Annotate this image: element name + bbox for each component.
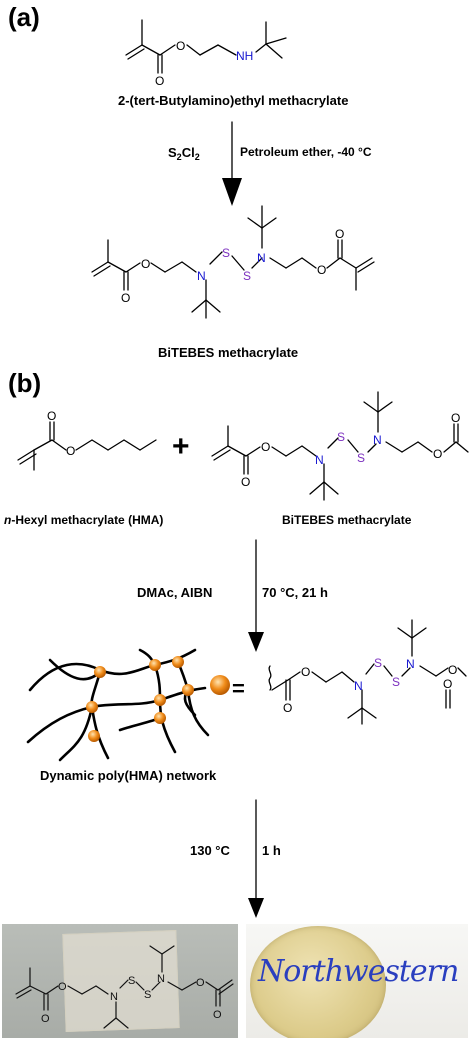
hma-structure bbox=[17, 421, 157, 471]
bitebes-structure-b bbox=[211, 391, 469, 501]
reactant-structure bbox=[125, 19, 287, 74]
step1-conditions: Petroleum ether, -40 °C bbox=[240, 145, 372, 159]
crosslink-node bbox=[182, 684, 194, 696]
monomer2-name: BiTEBES methacrylate bbox=[282, 513, 412, 527]
film-atom-n: N bbox=[110, 991, 118, 1003]
atom-o: O bbox=[317, 263, 326, 277]
panel-a-label: (a) bbox=[8, 2, 40, 32]
step3-conditions-right: 1 h bbox=[262, 843, 281, 858]
arrowhead-step2 bbox=[248, 632, 264, 652]
crosslink-node bbox=[154, 694, 166, 706]
step1-reagent: S2Cl2 bbox=[168, 145, 200, 162]
atom-n: N bbox=[257, 251, 266, 265]
film-atom-o: O bbox=[213, 1009, 222, 1021]
atom-o: O bbox=[66, 444, 75, 458]
crosslinker-structure bbox=[268, 619, 467, 725]
atom-n: N bbox=[197, 269, 206, 283]
reagent-cl: Cl bbox=[181, 145, 195, 160]
monomer1-name: n-Hexyl methacrylate (HMA) bbox=[4, 513, 163, 527]
arrowhead-step1 bbox=[222, 178, 242, 206]
atom-o: O bbox=[176, 39, 185, 53]
panel-b-label: (b) bbox=[8, 368, 42, 398]
atom-o: O bbox=[121, 291, 130, 305]
film-atom-o: O bbox=[41, 1013, 50, 1025]
product-name: BiTEBES methacrylate bbox=[158, 345, 299, 360]
film-atom-o: O bbox=[196, 977, 205, 989]
reactant-name: 2-(tert-Butylamino)ethyl methacrylate bbox=[118, 93, 349, 108]
atom-s: S bbox=[374, 656, 382, 670]
plus-sign: + bbox=[172, 430, 190, 463]
reagent-s-sub: 2 bbox=[176, 152, 182, 162]
equals-sign: = bbox=[232, 676, 245, 701]
crosslink-node bbox=[88, 730, 100, 742]
atom-n: N bbox=[315, 453, 324, 467]
atom-o: O bbox=[47, 409, 56, 423]
atom-o: O bbox=[301, 665, 310, 679]
film-structure: O O N S S N O O bbox=[15, 945, 234, 1029]
atom-o: O bbox=[241, 475, 250, 489]
atom-n: N bbox=[354, 679, 363, 693]
crosslink-node bbox=[154, 712, 166, 724]
atom-o: O bbox=[443, 677, 452, 691]
atom-o: O bbox=[141, 257, 150, 271]
crosslink-node bbox=[86, 701, 98, 713]
arrowhead-step3 bbox=[248, 898, 264, 918]
polymer-disc bbox=[250, 926, 386, 1038]
atom-o: O bbox=[433, 447, 442, 461]
crosslink-node bbox=[149, 659, 161, 671]
monomer1-rest: -Hexyl methacrylate (HMA) bbox=[11, 513, 164, 527]
step2-conditions-left: DMAc, AIBN bbox=[137, 585, 213, 600]
atom-nh: NH bbox=[236, 49, 253, 63]
bitebes-structure-a bbox=[91, 205, 375, 319]
film-atom-o: O bbox=[58, 981, 67, 993]
crosslink-nodes bbox=[86, 656, 230, 742]
legend-crosslink-node bbox=[210, 675, 230, 695]
photo-film: O O N S S N O O bbox=[2, 924, 238, 1038]
step3-conditions-left: 130 °C bbox=[190, 843, 230, 858]
film-atom-n: N bbox=[157, 973, 165, 985]
crosslink-node bbox=[94, 666, 106, 678]
film-atom-s: S bbox=[144, 989, 151, 1001]
atom-o: O bbox=[155, 74, 164, 88]
crosslink-node bbox=[172, 656, 184, 668]
atom-s: S bbox=[337, 430, 345, 444]
atom-n: N bbox=[406, 657, 415, 671]
atom-s: S bbox=[222, 246, 230, 260]
atom-s: S bbox=[243, 269, 251, 283]
atom-o: O bbox=[261, 440, 270, 454]
atom-o: O bbox=[283, 701, 292, 715]
handwritten-text: Northwestern bbox=[258, 954, 459, 989]
atom-s: S bbox=[357, 451, 365, 465]
network-name: Dynamic poly(HMA) network bbox=[40, 768, 217, 783]
film-atom-s: S bbox=[128, 975, 135, 987]
atom-o: O bbox=[448, 663, 457, 677]
atom-s: S bbox=[392, 675, 400, 689]
photo-disc: Northwestern bbox=[246, 924, 468, 1038]
reagent-cl-sub: 2 bbox=[194, 152, 200, 162]
monomer1-prefix: n bbox=[4, 513, 12, 527]
atom-o: O bbox=[335, 227, 344, 241]
step2-conditions-right: 70 °C, 21 h bbox=[262, 585, 328, 600]
atom-n: N bbox=[373, 433, 382, 447]
reagent-s: S bbox=[168, 145, 177, 160]
atom-o: O bbox=[451, 411, 460, 425]
